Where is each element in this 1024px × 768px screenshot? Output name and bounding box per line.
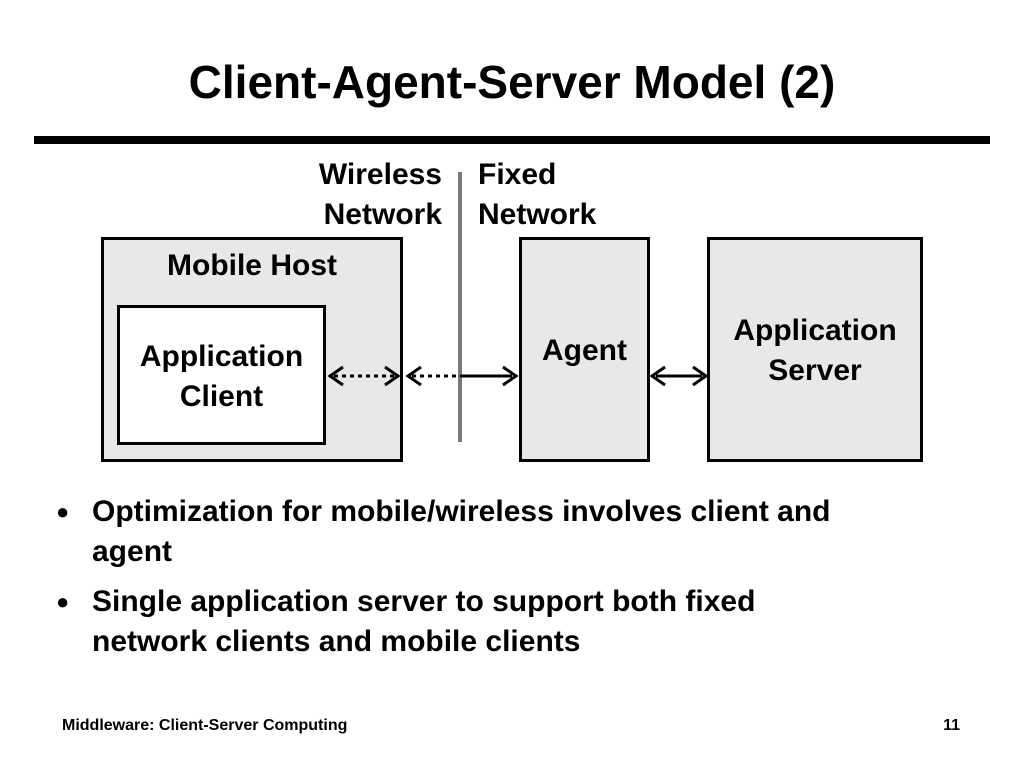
bullet-item: ● Single application server to support b… <box>56 582 956 662</box>
agent-box <box>519 237 650 462</box>
bullet-item: ● Optimization for mobile/wireless invol… <box>56 492 956 572</box>
bullet-line: network clients and mobile clients <box>92 625 581 658</box>
wireless-network-label: Wireless Network <box>262 155 442 235</box>
client-label-line-2: Client <box>179 380 264 413</box>
application-client-box <box>117 305 326 445</box>
bullet-line: Single application server to support bot… <box>92 585 756 618</box>
client-to-host-edge-arrow <box>327 365 401 387</box>
bullet-dot-icon: ● <box>56 589 70 614</box>
server-label-line-1: Application <box>733 314 897 347</box>
server-label-line-2: Server <box>768 354 862 387</box>
footer-page-number: 11 <box>943 717 960 734</box>
bullet-line: agent <box>92 535 173 568</box>
network-divider-line <box>458 172 462 442</box>
wireless-label-line-2: Network <box>323 198 442 231</box>
title-rule <box>34 136 990 144</box>
mobile-host-label: Mobile Host <box>167 249 337 282</box>
fixed-link-to-agent-arrow <box>460 365 519 387</box>
application-client-label: Application Client <box>117 337 326 417</box>
bullet-list: ● Optimization for mobile/wireless invol… <box>56 492 956 672</box>
bullet-line: Optimization for mobile/wireless involve… <box>92 495 831 528</box>
fixed-label-line-2: Network <box>478 198 597 231</box>
wireless-link-dotted-arrow <box>405 365 460 387</box>
wireless-label-line-1: Wireless <box>318 158 442 191</box>
slide-title: Client-Agent-Server Model (2) <box>188 56 836 108</box>
agent-server-double-arrow <box>649 365 709 387</box>
agent-label: Agent <box>542 334 627 367</box>
footer-course-title: Middleware: Client-Server Computing <box>62 717 348 734</box>
fixed-network-label: Fixed Network <box>478 155 678 235</box>
bullet-dot-icon: ● <box>56 499 70 524</box>
client-label-line-1: Application <box>139 340 304 373</box>
application-server-box <box>707 237 923 462</box>
application-server-label: Application Server <box>707 311 923 391</box>
fixed-label-line-1: Fixed <box>478 158 557 191</box>
